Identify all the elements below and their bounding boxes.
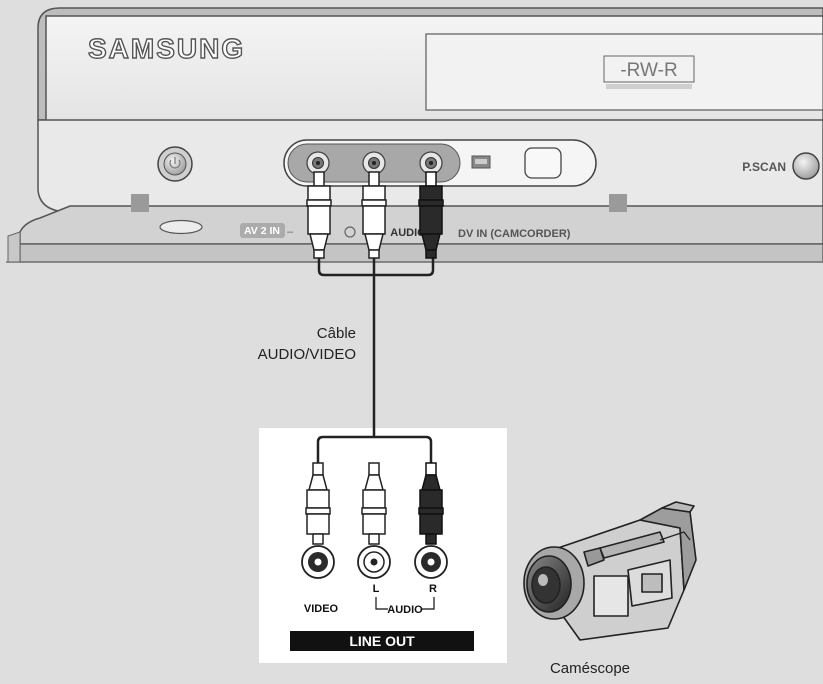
cable-label: Câble AUDIO/VIDEO — [232, 323, 356, 365]
av-audio-label: AUDIO — [390, 227, 426, 239]
disc-tray — [425, 33, 823, 111]
jack-audio-r-out — [414, 545, 448, 579]
disc-logo: -RW-R — [620, 60, 677, 81]
av-jack-audio-l — [362, 151, 386, 175]
audio-bracket — [375, 597, 435, 610]
flap-oval — [159, 219, 203, 235]
plug-audio-l-bottom — [361, 462, 387, 545]
line-out-bar — [290, 631, 474, 651]
plug-video-top — [306, 171, 332, 259]
cable-label-line-2: AUDIO/VIDEO — [257, 346, 356, 363]
cable-label-line-1: Câble — [316, 325, 356, 342]
jack-r-label: R — [429, 583, 437, 595]
line-out-label: LINE OUT — [349, 633, 415, 649]
jack-audio-l-out — [357, 545, 391, 579]
power-icon — [169, 157, 181, 169]
dv-in-label: DV IN (CAMCORDER) — [458, 228, 571, 240]
jack-l-label: L — [373, 583, 380, 595]
av-cable — [316, 256, 435, 465]
video-label: VIDEO — [304, 603, 339, 615]
plug-audio-r-bottom — [418, 462, 444, 545]
sensor-window — [524, 147, 562, 179]
audio-label: AUDIO — [387, 604, 423, 616]
camcorder-icon — [523, 501, 697, 641]
jack-video-out — [301, 545, 335, 579]
disc-logo-subtext — [606, 84, 692, 89]
plug-audio-l-top — [361, 171, 387, 259]
disc-logo-box — [603, 55, 695, 83]
line-out-panel — [259, 428, 507, 663]
plug-audio-r-top — [418, 171, 444, 259]
av-jack-audio-r — [419, 151, 443, 175]
av-in-label: AV 2 IN — [244, 225, 280, 237]
plug-video-bottom — [305, 462, 331, 545]
pscan-label: P.SCAN — [742, 160, 786, 174]
front-tab-right — [609, 194, 627, 212]
camcorder-label: Caméscope — [549, 660, 631, 677]
av-in-badge — [240, 223, 285, 238]
av-in-dash: – — [287, 226, 294, 238]
front-tab-left — [131, 194, 149, 212]
av-jack-video — [306, 151, 330, 175]
pscan-button[interactable] — [792, 152, 820, 180]
brand-logo: SAMSUNG — [88, 33, 245, 64]
